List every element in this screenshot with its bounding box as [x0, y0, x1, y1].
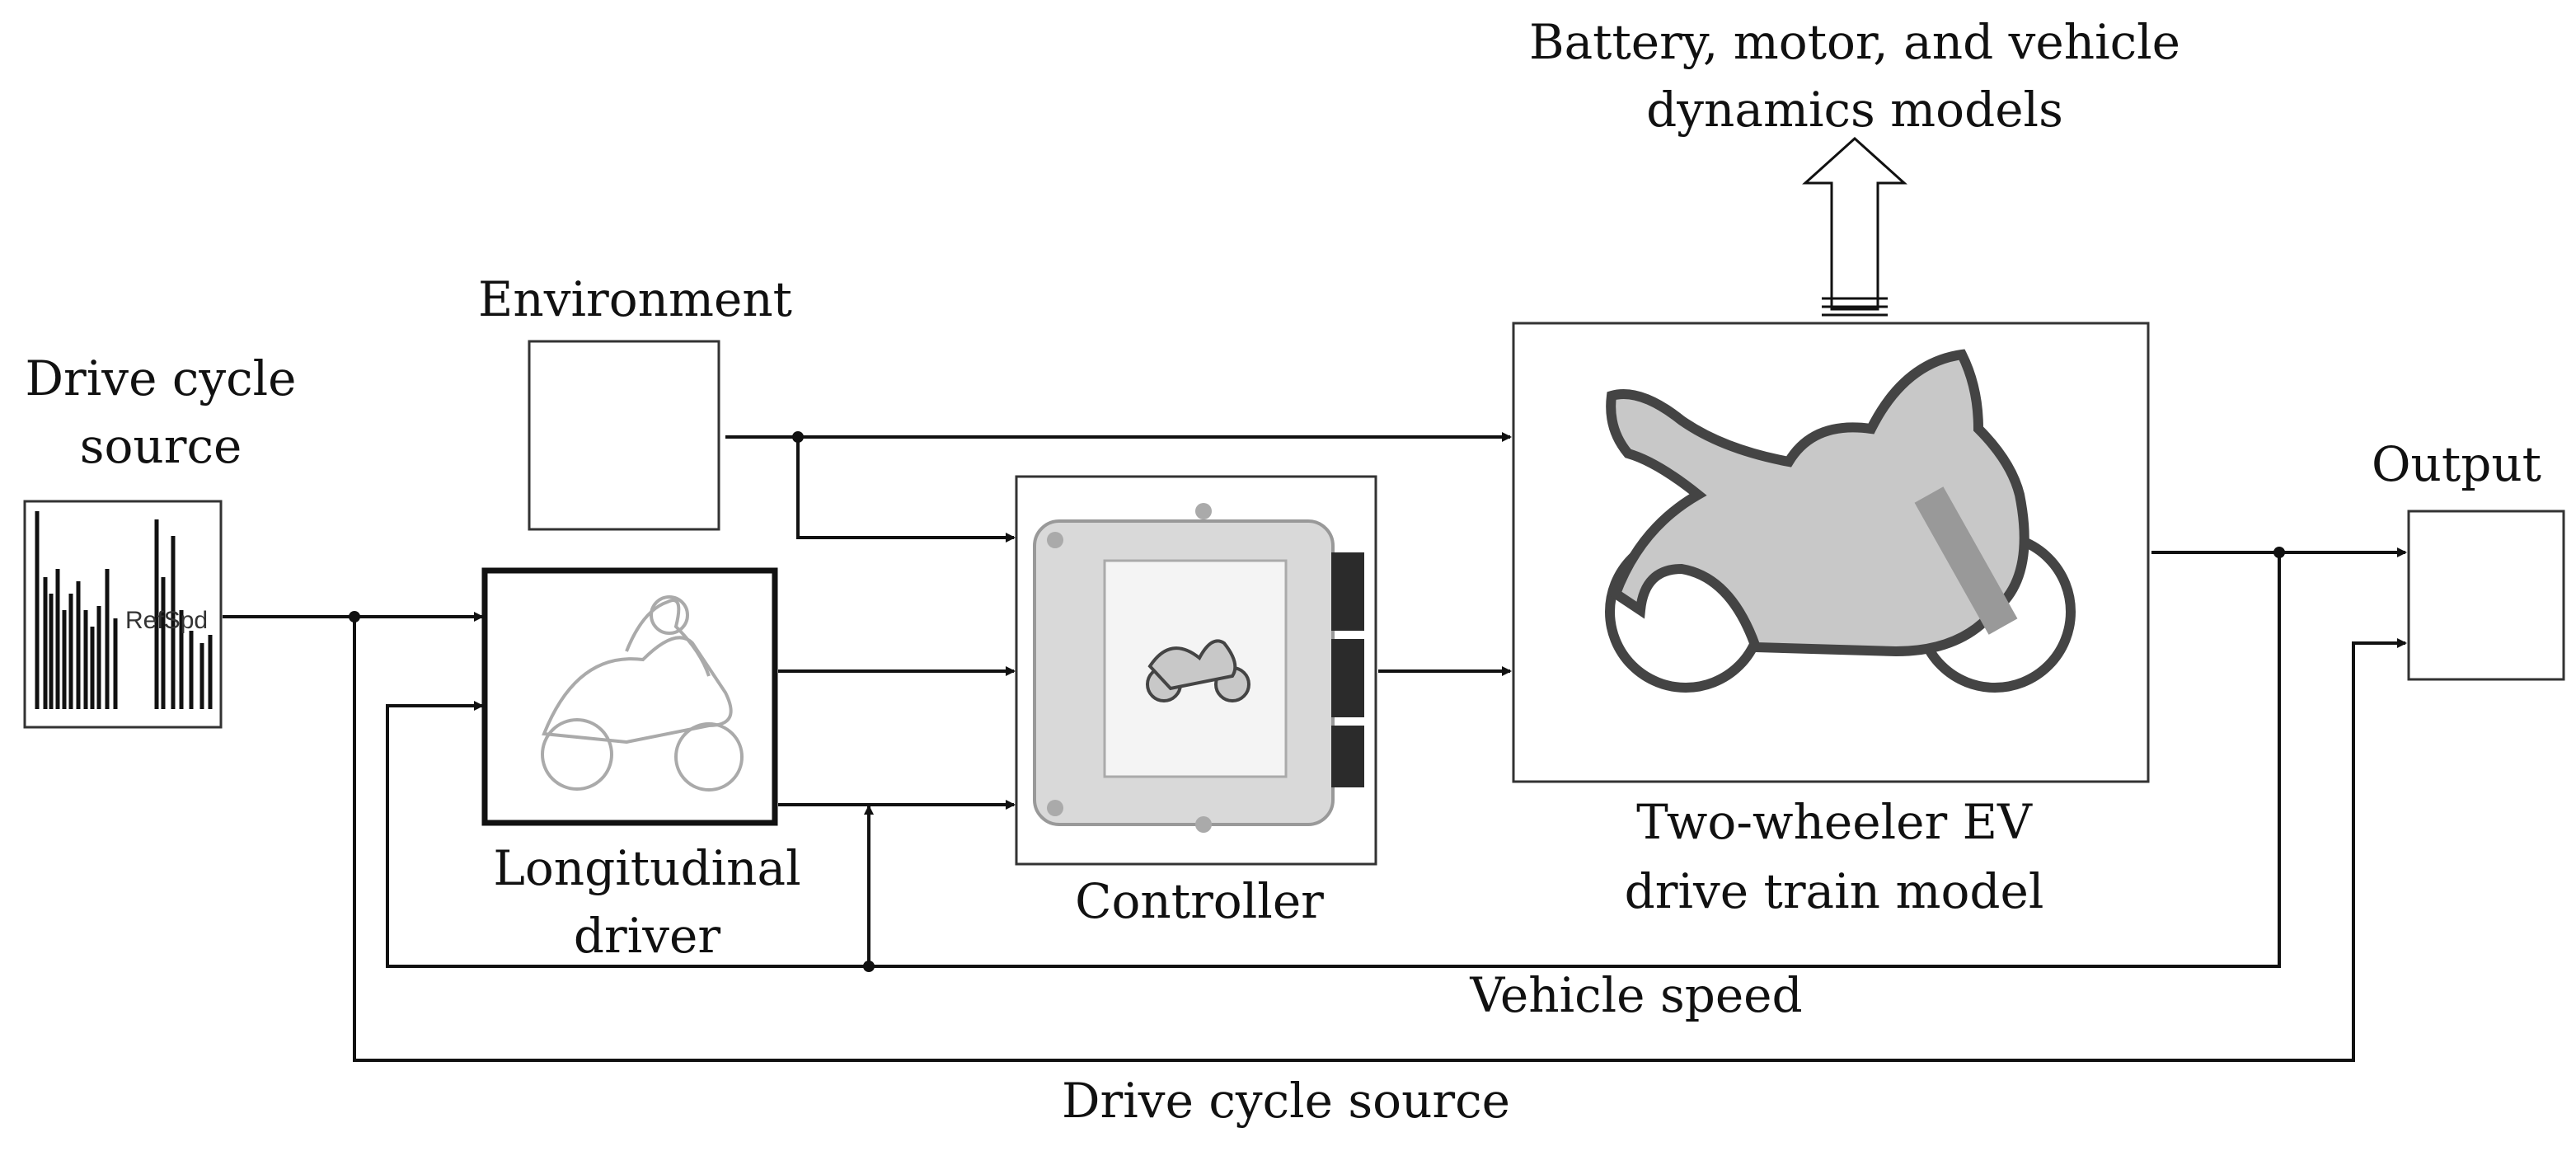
- output-label: Output: [2371, 436, 2541, 492]
- longitudinal-driver-block[interactable]: [481, 567, 778, 826]
- wire-vehicle-speed-feedback: [386, 552, 2281, 968]
- drive-cycle-feedback-label: Drive cycle source: [1062, 1073, 1510, 1129]
- drive-cycle-block-label-line1: Drive cycle: [25, 350, 297, 406]
- battery-models-label-line2: dynamics models: [1646, 82, 2063, 138]
- drive-cycle-signal-icon: [35, 511, 213, 709]
- two-wheeler-label-line2: drive train model: [1624, 863, 2044, 919]
- controller-block[interactable]: [1015, 475, 1377, 866]
- environment-block[interactable]: [528, 340, 720, 531]
- longitudinal-driver-label-line1: Longitudinal: [493, 840, 801, 896]
- wire-env-to-controller: [796, 437, 1016, 543]
- signal-wires: [223, 432, 2407, 1062]
- motorcycle-icon: [1605, 349, 2076, 693]
- wire-drive-cycle-feedback: [353, 617, 2407, 1062]
- ref-spd-port-label: RefSpd: [125, 607, 208, 634]
- ecu-motorcycle-icon: [1033, 503, 1364, 833]
- hollow-up-arrow-icon: [1802, 136, 1907, 317]
- two-wheeler-ev-block[interactable]: [1512, 322, 2150, 783]
- two-wheeler-label-line1: Two-wheeler EV: [1636, 794, 2032, 850]
- drive-cycle-source-block[interactable]: RefSpd: [23, 500, 223, 729]
- output-block[interactable]: [2407, 510, 2565, 681]
- controller-label: Controller: [1075, 873, 1324, 929]
- environment-label: Environment: [478, 271, 792, 327]
- rider-sketch-icon: [541, 595, 744, 792]
- drive-cycle-block-label-line2: source: [79, 418, 242, 474]
- vehicle-speed-label: Vehicle speed: [1470, 967, 1803, 1023]
- branch-dots: [349, 431, 2285, 972]
- battery-models-label-line1: Battery, motor, and vehicle: [1528, 14, 2181, 70]
- longitudinal-driver-label-line2: driver: [573, 908, 721, 964]
